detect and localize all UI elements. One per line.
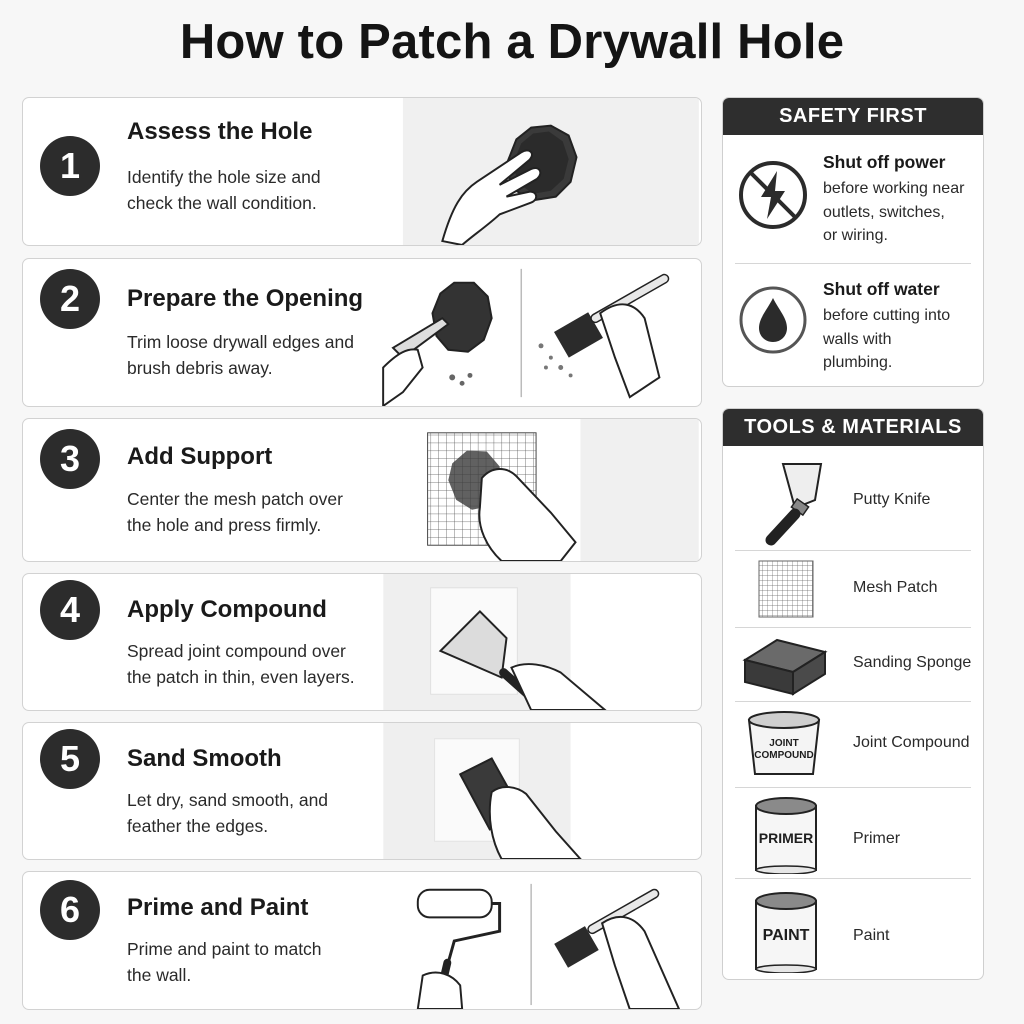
step-description-line: Prime and paint to match [127,939,322,959]
step-description-line: Let dry, sand smooth, and [127,790,329,810]
safety-item-line: before working near [823,180,965,197]
safety-panel: SAFETY FIRST Shut off power before worki… [722,97,984,387]
safety-heading: SAFETY FIRST [723,98,983,135]
mesh-patch-illustration [427,419,699,561]
tool-divider [735,701,971,702]
primer-can-icon: PRIMER [753,794,819,874]
step-description: Let dry, sand smooth, and feather the ed… [127,787,397,839]
step-description-line: brush debris away. [127,358,273,378]
step-description-line: the hole and press firmly. [127,515,322,535]
no-electricity-icon [739,161,807,229]
prime-and-paint-illustration [416,883,681,1009]
step-number: 6 [40,880,100,940]
step-number: 5 [40,729,100,789]
safety-item-line: before cutting into [823,307,951,324]
step-number: 1 [40,136,100,196]
step-description-line: check the wall condition. [127,193,317,213]
hand-touching-hole-illustration [402,98,699,245]
tool-divider [735,627,971,628]
step-title: Sand Smooth [127,745,282,772]
safety-item-title: Shut off water [823,279,940,299]
step-number: 4 [40,580,100,640]
page-title: How to Patch a Drywall Hole [179,15,845,69]
tool-label: Mesh Patch [853,579,938,596]
step-description-line: the patch in thin, even layers. [127,667,355,687]
step-card-1: 1 Assess the Hole Identify the hole size… [22,97,702,246]
trim-and-brush-illustration [382,268,670,406]
tool-label: Putty Knife [853,491,931,508]
safety-divider [735,263,971,264]
sand-smooth-illustration [383,723,582,859]
step-description: Spread joint compound over the patch in … [127,638,397,690]
tool-joint-compound: JOINT COMPOUND Joint Compound [723,702,983,786]
step-card-6: 6 Prime and Paint Prime and paint to mat… [22,871,702,1010]
tool-label: Paint [853,927,890,944]
step-description-line: Trim loose drywall edges and [127,332,354,352]
tool-sanding-sponge: Sanding Sponge [723,628,983,700]
safety-item-text: before cutting into walls with plumbing. [823,304,983,375]
step-title: Assess the Hole [127,118,313,145]
safety-item-power: Shut off power before working near outle… [723,135,983,261]
step-number: 3 [40,429,100,489]
step-description: Identify the hole size and check the wal… [127,164,397,216]
step-description-line: Center the mesh patch over [127,489,343,509]
tool-paint: PAINT Paint [723,879,983,979]
tool-label: Joint Compound [853,734,970,751]
safety-item-line: or wiring. [823,227,888,244]
sanding-sponge-icon [742,638,828,696]
step-card-2: 2 Prepare the Opening Trim loose drywall… [22,258,702,407]
tool-label: Primer [853,830,901,847]
tool-divider [735,550,971,551]
putty-knife-icon [765,463,823,546]
mesh-patch-icon [758,560,814,618]
can-label: PAINT [762,927,810,944]
step-description-line: the wall. [127,965,192,985]
step-title: Add Support [127,443,273,470]
step-card-4: 4 Apply Compound Spread joint compound o… [22,573,702,711]
step-description-line: Spread joint compound over [127,641,346,661]
safety-item-title: Shut off power [823,152,946,172]
tool-putty-knife: Putty Knife [723,446,983,550]
step-description-line: Identify the hole size and [127,167,321,187]
step-description-line: feather the edges. [127,816,269,836]
paint-can-icon: PAINT [753,889,819,973]
step-description: Trim loose drywall edges and brush debri… [127,329,397,381]
can-label: PRIMER [758,830,814,846]
step-card-3: 3 Add Support Center the mesh patch over… [22,418,702,562]
safety-item-water: Shut off water before cutting into walls… [723,264,983,386]
tool-mesh-patch: Mesh Patch [723,551,983,627]
step-description: Prime and paint to match the wall. [127,936,397,988]
tools-panel: TOOLS & MATERIALS Putty Knife Mesh Patch… [722,408,984,980]
step-title: Prepare the Opening [127,285,364,312]
can-label-line: JOINT [769,738,799,749]
safety-item-line: outlets, switches, [823,203,945,221]
tool-primer: PRIMER Primer [723,788,983,880]
water-drop-icon [739,286,807,354]
apply-compound-illustration [383,574,607,710]
can-label-line: COMPOUND [754,750,814,761]
step-title: Prime and Paint [127,894,309,921]
safety-item-line: walls with [823,330,892,348]
safety-item-text: before working near outlets, switches, o… [823,177,983,248]
step-card-5: 5 Sand Smooth Let dry, sand smooth, and … [22,722,702,860]
tool-divider [735,878,971,879]
step-number: 2 [40,269,100,329]
safety-item-line: plumbing. [823,354,893,371]
step-title: Apply Compound [127,596,327,623]
tools-heading: TOOLS & MATERIALS [723,409,983,446]
step-description: Center the mesh patch over the hole and … [127,486,397,538]
tool-label: Sanding Sponge [853,654,972,671]
joint-compound-icon: JOINT COMPOUND [745,708,823,778]
tool-divider [735,787,971,788]
